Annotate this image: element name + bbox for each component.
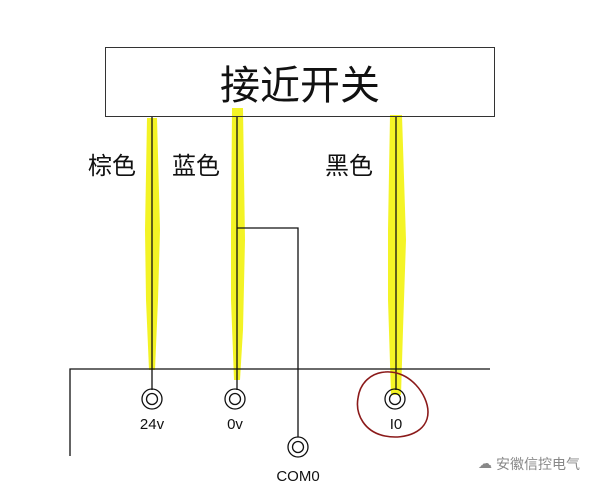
- plc-outline: [69, 368, 490, 456]
- brown-label: 棕色: [88, 152, 136, 180]
- watermark: ☁安徽信控电气: [478, 454, 580, 474]
- label-24v: 24v: [139, 416, 165, 433]
- terminal-24v: [141, 388, 163, 410]
- label-com0: COM0: [276, 468, 320, 485]
- terminal-0v: [224, 388, 246, 410]
- label-i0: I0: [389, 416, 403, 433]
- red-circle-annotation: [356, 371, 429, 438]
- proximity-switch-title: 接近开关: [105, 47, 495, 117]
- wechat-icon: ☁: [478, 456, 492, 472]
- black-label: 黑色: [325, 152, 373, 180]
- terminal-i0: [384, 388, 406, 410]
- terminal-com0: [287, 436, 309, 458]
- watermark-text: 安徽信控电气: [496, 457, 580, 473]
- highlights: [145, 108, 406, 395]
- blue-label: 蓝色: [172, 152, 220, 180]
- com0-wire: [237, 227, 299, 437]
- label-0v: 0v: [227, 416, 243, 433]
